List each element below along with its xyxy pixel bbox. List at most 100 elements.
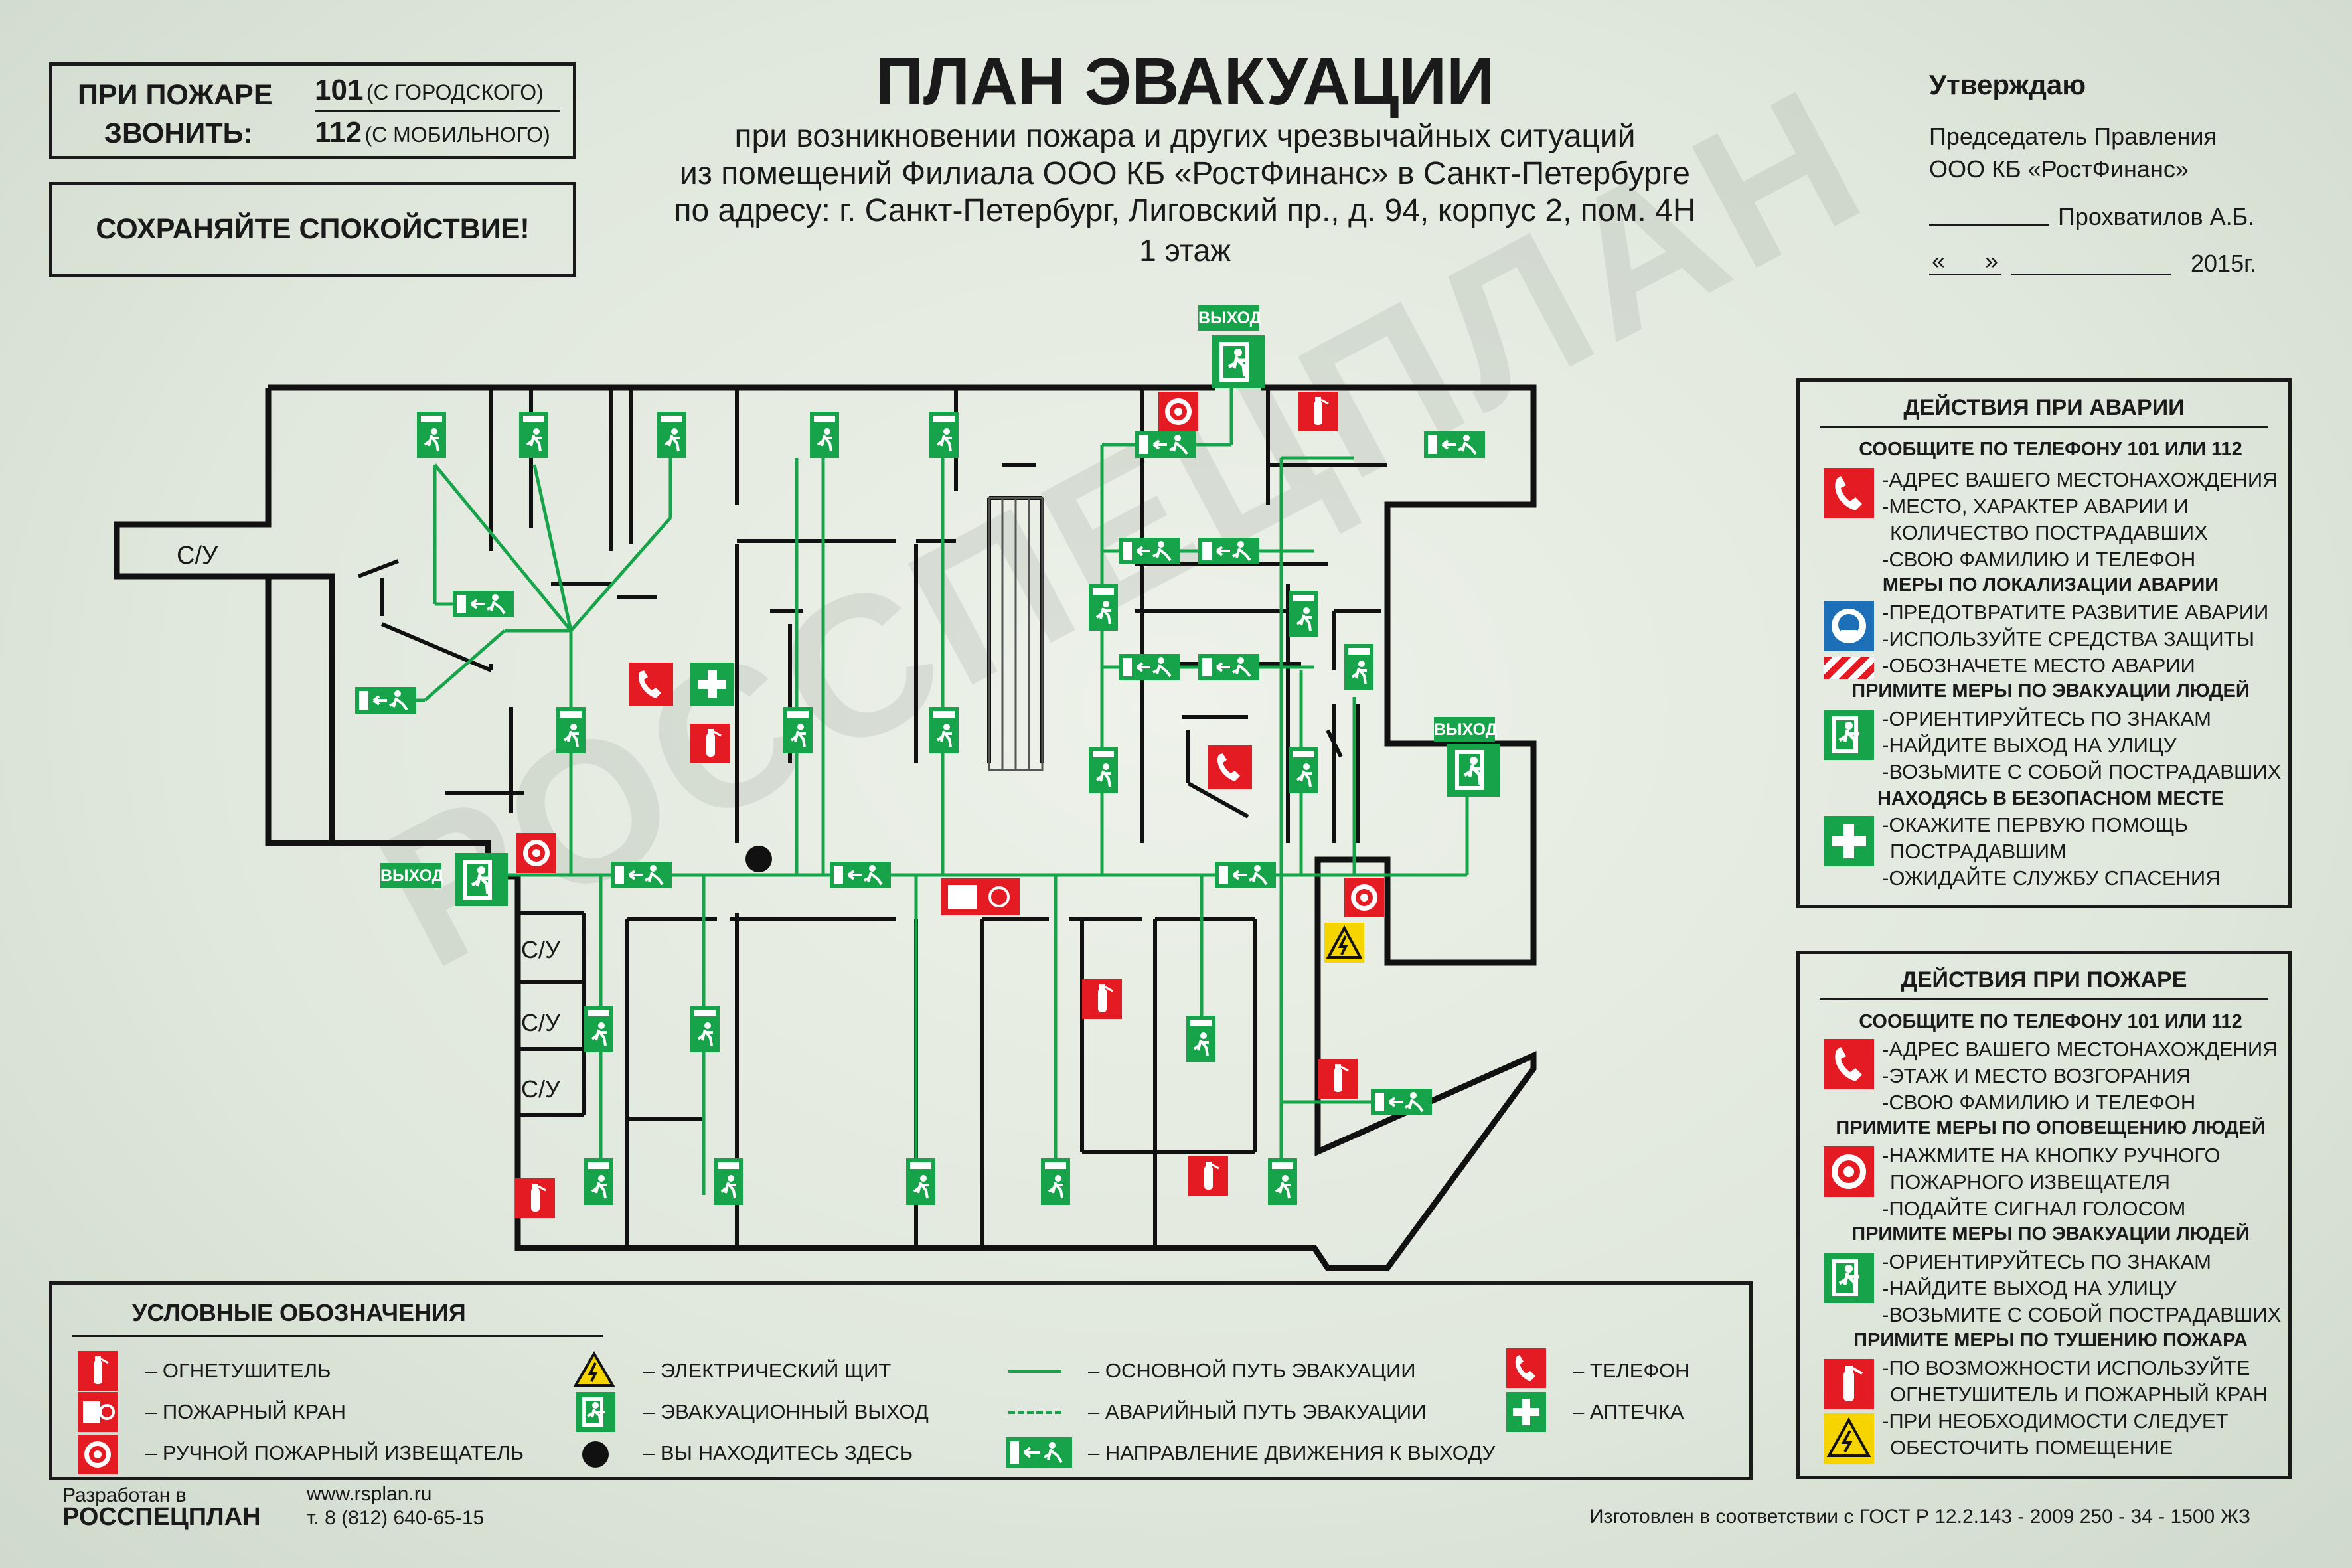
accident-s1-item: -СВОЮ ФАМИЛИЮ И ТЕЛЕФОН [1882,548,2196,571]
electric-panel-icon [573,1351,615,1388]
you-are-here-dot [745,846,772,872]
fire-phone-box: ПРИ ПОЖАРЕ ЗВОНИТЬ: 101 (С ГОРОДСКОГО) 1… [49,62,576,159]
phone-icon [1824,468,1874,518]
legend-extinguisher: – ОГНЕТУШИТЕЛЬ [145,1359,331,1382]
accident-actions-panel: ДЕЙСТВИЯ ПРИ АВАРИИ СООБЩИТЕ ПО ТЕЛЕФОНУ… [1796,378,2292,908]
fire-hydrant-icon [78,1392,118,1432]
fire-s1-item: -ЭТАЖ И МЕСТО ВОЗГОРАНИЯ [1882,1064,2191,1087]
accident-s1-item: КОЛИЧЕСТВО ПОСТРАДАВШИХ [1890,521,2208,544]
fire-s3-item: -НАЙДИТЕ ВЫХОД НА УЛИЦУ [1882,1277,2177,1300]
accident-s1-item: -АДРЕС ВАШЕГО МЕСТОНАХОЖДЕНИЯ [1882,468,2278,491]
fire-s2-item: -ПОДАЙТЕ СИГНАЛ ГОЛОСОМ [1882,1197,2186,1220]
phone-icon [1208,745,1252,789]
signature-line [1929,224,2049,226]
developer-phone: т. 8 (812) 640-65-15 [307,1507,485,1529]
call-point-icon [516,833,556,873]
first-aid-icon [690,663,734,706]
protective-mask-icon [1824,601,1874,651]
accident-s2-item: -ОБОЗНАЧЕТЕ МЕСТО АВАРИИ [1882,654,2195,677]
accident-s4-item: ПОСТРАДАВШИМ [1890,840,2067,863]
accident-section-4: НАХОДЯСЬ В БЕЗОПАСНОМ МЕСТЕ [1877,788,2225,809]
developer-company: РОССПЕЦПЛАН [62,1503,261,1531]
accident-section-3: ПРИМИТЕ МЕРЫ ПО ЭВАКУАЦИИ ЛЮДЕЙ [1851,680,2250,702]
main-route-line [1008,1370,1061,1373]
wc-label: С/У [521,1009,560,1036]
first-aid-icon [1824,816,1874,866]
legend-here: – ВЫ НАХОДИТЕСЬ ЗДЕСЬ [643,1441,913,1464]
exit-label-right: ВЫХОД [1434,717,1497,742]
keep-calm-box: СОХРАНЯЙТЕ СПОКОЙСТВИЕ! [49,182,576,277]
hazard-tape-icon [1824,657,1874,679]
extinguisher-icon [78,1351,118,1391]
approve-name: Прохватилов А.Б. [2058,203,2255,230]
legend-call-point: – РУЧНОЙ ПОЖАРНЫЙ ИЗВЕЩАТЕЛЬ [145,1441,524,1464]
electric-panel-icon [1824,1413,1874,1464]
floor-label: 1 этаж [1139,233,1231,268]
accident-section-1: СООБЩИТЕ ПО ТЕЛЕФОНУ 101 ИЛИ 112 [1859,439,2242,460]
day-line [1929,274,2001,275]
accident-s4-item: -ОКАЖИТЕ ПЕРВУЮ ПОМОЩЬ [1882,813,2188,836]
wc-label: С/У [521,936,560,963]
accident-s2-item: -ИСПОЛЬЗУЙТЕ СРЕДСТВА ЗАЩИТЫ [1882,627,2255,651]
legend-electric-panel: – ЭЛЕКТРИЧЕСКИЙ ЩИТ [643,1359,892,1382]
extinguisher-icon [1081,978,1123,1020]
fire-s1-item: -СВОЮ ФАМИЛИЮ И ТЕЛЕФОН [1882,1091,2196,1114]
divider [1820,426,2268,428]
fire-s4-item: -ПРИ НЕОБХОДИМОСТИ СЛЕДУЕТ [1882,1409,2229,1433]
subtitle-2: из помещений Филиала ООО КБ «РостФинанс»… [680,156,1690,191]
legend-firstaid: – АПТЕЧКА [1573,1400,1684,1423]
fire-section-4: ПРИМИТЕ МЕРЫ ПО ТУШЕНИЮ ПОЖАРА [1853,1330,2248,1351]
fire-s2-item: ПОЖАРНОГО ИЗВЕЩАТЕЛЯ [1890,1170,2170,1194]
electric-panel-icon [1323,921,1366,964]
phone-label-1: ПРИ ПОЖАРЕ [78,79,273,111]
exit-icon [576,1392,615,1432]
call-point-icon [78,1435,118,1474]
mobile-number-note: (С МОБИЛЬНОГО) [364,123,550,147]
direction-sign-icon [1006,1437,1072,1468]
month-line [2011,274,2171,275]
approve-position-2: ООО КБ «РостФинанс» [1929,155,2189,183]
legend-box: УСЛОВНЫЕ ОБОЗНАЧЕНИЯ – ОГНЕТУШИТЕЛЬ – ПО… [49,1281,1753,1480]
shaft [988,497,1044,771]
walls [114,384,1537,1271]
fire-actions-panel: ДЕЙСТВИЯ ПРИ ПОЖАРЕ СООБЩИТЕ ПО ТЕЛЕФОНУ… [1796,951,2292,1479]
standard-note: Изготовлен в соответствии с ГОСТ Р 12.2.… [1589,1506,2251,1528]
legend-exit: – ЭВАКУАЦИОННЫЙ ВЫХОД [643,1400,929,1423]
exit-icon [1824,710,1874,760]
legend-hydrant: – ПОЖАРНЫЙ КРАН [145,1400,346,1423]
divider [72,1335,603,1337]
city-number: 101 [315,74,364,106]
legend-phone: – ТЕЛЕФОН [1573,1359,1690,1382]
emergency-route-line [1008,1411,1061,1414]
phone-label-2: ЗВОНИТЬ: [104,118,253,149]
accident-s3-item: -ВОЗЬМИТЕ С СОБОЙ ПОСТРАДАВШИХ [1882,760,2282,783]
fire-s4-item: -ПО ВОЗМОЖНОСТИ ИСПОЛЬЗУЙТЕ [1882,1356,2250,1379]
fire-section-3: ПРИМИТЕ МЕРЫ ПО ЭВАКУАЦИИ ЛЮДЕЙ [1851,1223,2250,1245]
exit-label-left: ВЫХОД [380,863,443,888]
subtitle-1: при возникновении пожара и других чрезвы… [734,119,1636,154]
phone-icon [1506,1348,1546,1388]
legend-direction: – НАПРАВЛЕНИЕ ДВИЖЕНИЯ К ВЫХОДУ [1088,1441,1496,1464]
accident-s3-item: -ОРИЕНТИРУЙТЕСЬ ПО ЗНАКАМ [1882,707,2211,730]
fire-s4-item: ОГНЕТУШИТЕЛЬ И ПОЖАРНЫЙ КРАН [1890,1383,2268,1406]
quote-close: » [1985,247,1999,274]
fire-s3-item: -ОРИЕНТИРУЙТЕСЬ ПО ЗНАКАМ [1882,1250,2211,1273]
legend-main-route: – ОСНОВНОЙ ПУТЬ ЭВАКУАЦИИ [1088,1359,1416,1382]
exit-top-icon [1212,335,1265,388]
extinguisher-icon [1187,1155,1229,1198]
approve-position-1: Председатель Правления [1929,123,2217,150]
extinguisher-icon [1316,1058,1359,1100]
developer-site: www.rsplan.ru [307,1483,432,1505]
page-title: ПЛАН ЭВАКУАЦИИ [875,44,1495,119]
exit-icon [1824,1253,1874,1303]
accident-s1-item: -МЕСТО, ХАРАКТЕР АВАРИИ И [1882,495,2189,518]
approve-year: 2015г. [2191,250,2256,277]
you-are-here-dot [582,1441,609,1468]
first-aid-icon [1506,1392,1546,1432]
exit-label-top: ВЫХОД [1198,305,1261,331]
extinguisher-icon [1296,390,1339,433]
subtitle-3: по адресу: г. Санкт-Петербург, Лиговский… [674,193,1696,228]
mobile-number: 112 [315,116,362,149]
